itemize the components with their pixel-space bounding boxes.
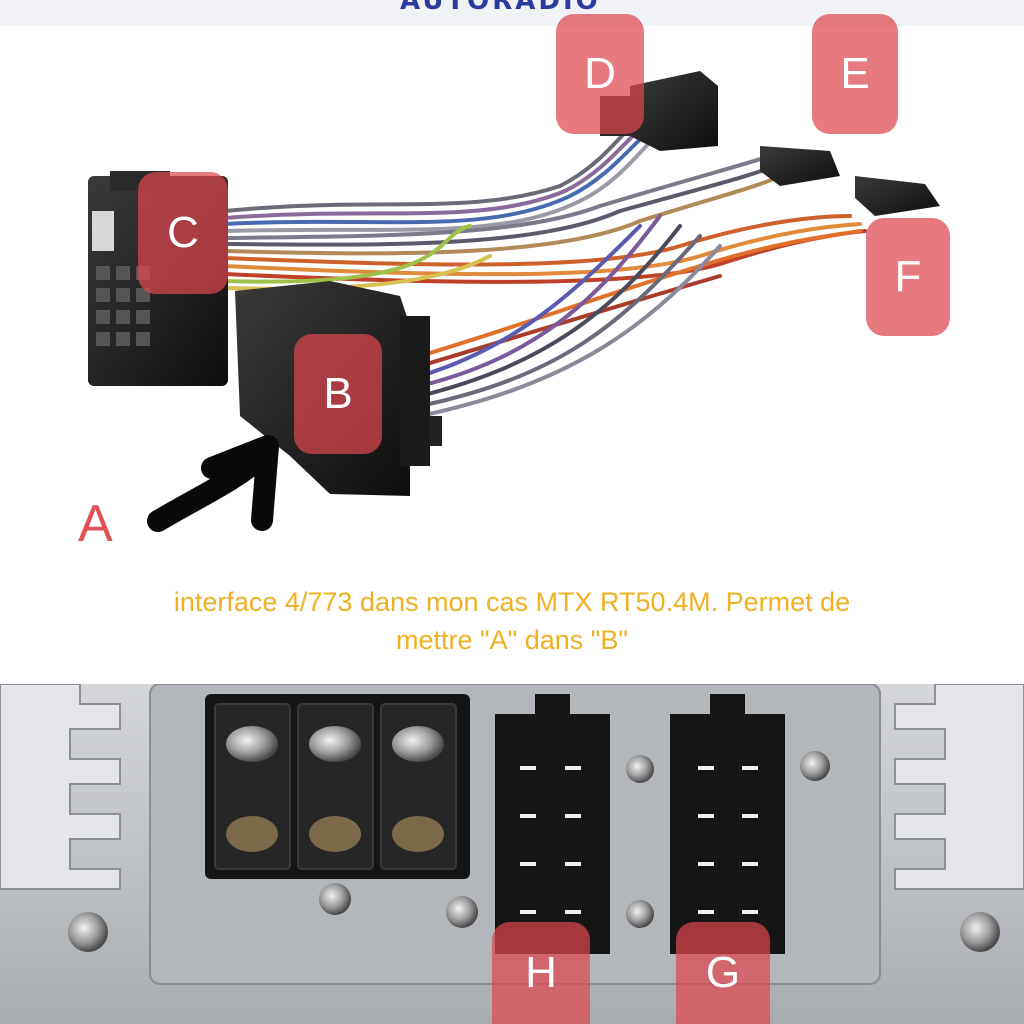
label-b: B	[294, 334, 382, 454]
connector-f	[855, 176, 940, 216]
connector-e	[760, 146, 840, 186]
label-g: G	[676, 922, 770, 1024]
power-terminal-block	[205, 694, 470, 879]
label-f: F	[866, 218, 950, 336]
label-c: C	[138, 172, 228, 294]
panel-screws	[68, 751, 1000, 952]
label-e: E	[812, 14, 898, 134]
header-text: AUTORADIO	[400, 0, 601, 16]
label-a: A	[78, 495, 113, 553]
wire-bundle	[223, 104, 867, 418]
caption-line-2: mettre "A" dans "B"	[396, 625, 628, 655]
black-arrow	[147, 435, 279, 532]
fins-left	[0, 684, 121, 890]
label-d: D	[556, 14, 644, 134]
caption-line-1: interface 4/773 dans mon cas MTX RT50.4M…	[173, 587, 851, 617]
caption-text: interface 4/773 dans mon cas MTX RT50.4M…	[0, 583, 1024, 659]
label-h: H	[492, 922, 590, 1024]
connector-h-socket	[495, 694, 610, 954]
connector-g-socket	[670, 694, 785, 954]
fins-right	[894, 684, 1024, 890]
top-header-strip: AUTORADIO	[0, 0, 1024, 26]
